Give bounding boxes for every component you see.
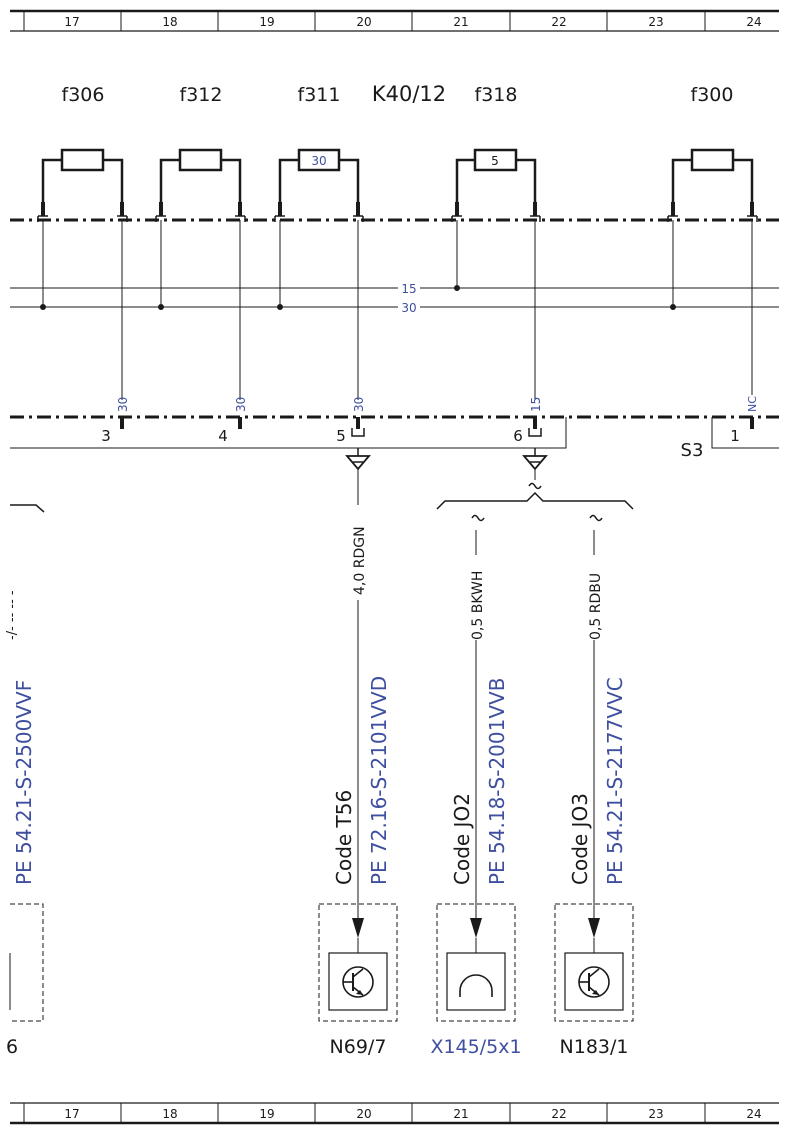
pin-tag-nc: NC bbox=[746, 396, 759, 412]
wire-spec-rdbu: 0,5 RDBU bbox=[588, 573, 604, 640]
left-path-ref: PE 54.21-S-2500VVF bbox=[12, 680, 36, 885]
module-name: K40/12 bbox=[372, 82, 446, 106]
connector-pin-3: 3 bbox=[101, 427, 111, 445]
pin-tag-30-c: 30 bbox=[352, 397, 366, 412]
fuse-f318: 5 bbox=[455, 148, 537, 210]
x145-code: Code JO2 bbox=[450, 793, 474, 885]
connector-pin-5: 5 bbox=[336, 427, 346, 445]
component-label-n69: N69/7 bbox=[330, 1036, 387, 1058]
component-label-left: 6 bbox=[6, 1036, 18, 1058]
wire-spec-bkwh: 0,5 BKWH bbox=[470, 571, 486, 640]
ruler-top-col-22: 22 bbox=[551, 15, 566, 29]
n69-code: Code T56 bbox=[332, 790, 356, 885]
ruler-top-col-20: 20 bbox=[356, 15, 371, 29]
transistor-icon bbox=[342, 966, 374, 998]
fuse-rating-f311: 30 bbox=[311, 154, 326, 168]
ruler-bottom-col-24: 24 bbox=[746, 1107, 761, 1121]
component-n183 bbox=[554, 903, 634, 1022]
bottom-ruler: 17 18 19 20 21 22 23 24 bbox=[10, 1102, 779, 1125]
bus-label-15: 15 bbox=[401, 282, 416, 296]
ruler-bottom-col-21: 21 bbox=[453, 1107, 468, 1121]
n183-code: Code JO3 bbox=[568, 793, 592, 885]
ruler-top-col-17: 17 bbox=[64, 15, 79, 29]
ruler-bottom-col-20: 20 bbox=[356, 1107, 371, 1121]
fuse-label-f306: f306 bbox=[62, 84, 105, 106]
connector-name: S3 bbox=[681, 440, 704, 461]
fuse-label-f312: f312 bbox=[180, 84, 223, 106]
ruler-bottom-col-17: 17 bbox=[64, 1107, 79, 1121]
internal-links bbox=[42, 220, 753, 400]
x145-ref: PE 54.18-S-2001VVB bbox=[485, 678, 509, 885]
brace-pin6 bbox=[436, 469, 634, 522]
ruler-bottom-col-18: 18 bbox=[162, 1107, 177, 1121]
wire-spec-rdgn: 4,0 RDGN bbox=[352, 526, 368, 595]
n183-ref: PE 54.21-S-2177VVC bbox=[603, 677, 627, 885]
pin-tag-30-a: 30 bbox=[116, 397, 130, 412]
ruler-top-col-24: 24 bbox=[746, 15, 761, 29]
ruler-top-col-21: 21 bbox=[453, 15, 468, 29]
left-clipped-path bbox=[10, 504, 45, 513]
fuse-f312 bbox=[159, 148, 242, 210]
top-ruler: 17 18 19 20 21 22 23 24 bbox=[10, 9, 779, 32]
ruler-bottom-col-23: 23 bbox=[648, 1107, 663, 1121]
ruler-top-col-19: 19 bbox=[259, 15, 274, 29]
ruler-top-col-18: 18 bbox=[162, 15, 177, 29]
ruler-top-col-23: 23 bbox=[648, 15, 663, 29]
connector-s3: 3 4 5 6 1 S3 bbox=[10, 417, 779, 461]
fuse-f300 bbox=[671, 148, 754, 210]
fuse-rating-f318: 5 bbox=[491, 154, 499, 168]
bus-label-30: 30 bbox=[401, 301, 416, 315]
component-label-x145: X145/5x1 bbox=[430, 1036, 521, 1058]
pin-tag-15: 15 bbox=[529, 397, 543, 412]
component-label-n183: N183/1 bbox=[560, 1036, 629, 1058]
pin-tag-30-b: 30 bbox=[234, 397, 248, 412]
ruler-bottom-col-19: 19 bbox=[259, 1107, 274, 1121]
ruler-bottom-col-22: 22 bbox=[551, 1107, 566, 1121]
connector-pin-6: 6 bbox=[513, 427, 523, 445]
connector-triangle-pin5 bbox=[345, 448, 371, 471]
connector-pin-1: 1 bbox=[730, 427, 740, 445]
n69-ref: PE 72.16-S-2101VVD bbox=[367, 676, 391, 885]
left-clipped-text: -/- -- -- - bbox=[5, 590, 20, 640]
junction-dots bbox=[40, 285, 676, 310]
component-left-clipped bbox=[9, 903, 44, 1022]
fuse-label-f311: f311 bbox=[298, 84, 341, 106]
component-x145 bbox=[436, 903, 516, 1022]
fuse-f311: 30 bbox=[278, 148, 360, 210]
transistor-icon bbox=[578, 966, 610, 998]
fuse-label-f318: f318 bbox=[475, 84, 518, 106]
fuse-f306 bbox=[41, 148, 124, 210]
connector-triangle-pin6 bbox=[522, 448, 548, 471]
connector-socket-icon bbox=[459, 974, 493, 997]
connector-pin-4: 4 bbox=[218, 427, 228, 445]
fuse-terminals-top bbox=[37, 202, 758, 222]
fuse-label-f300: f300 bbox=[691, 84, 734, 106]
bus-lines: 15 30 bbox=[10, 282, 779, 315]
component-n69 bbox=[318, 903, 398, 1022]
